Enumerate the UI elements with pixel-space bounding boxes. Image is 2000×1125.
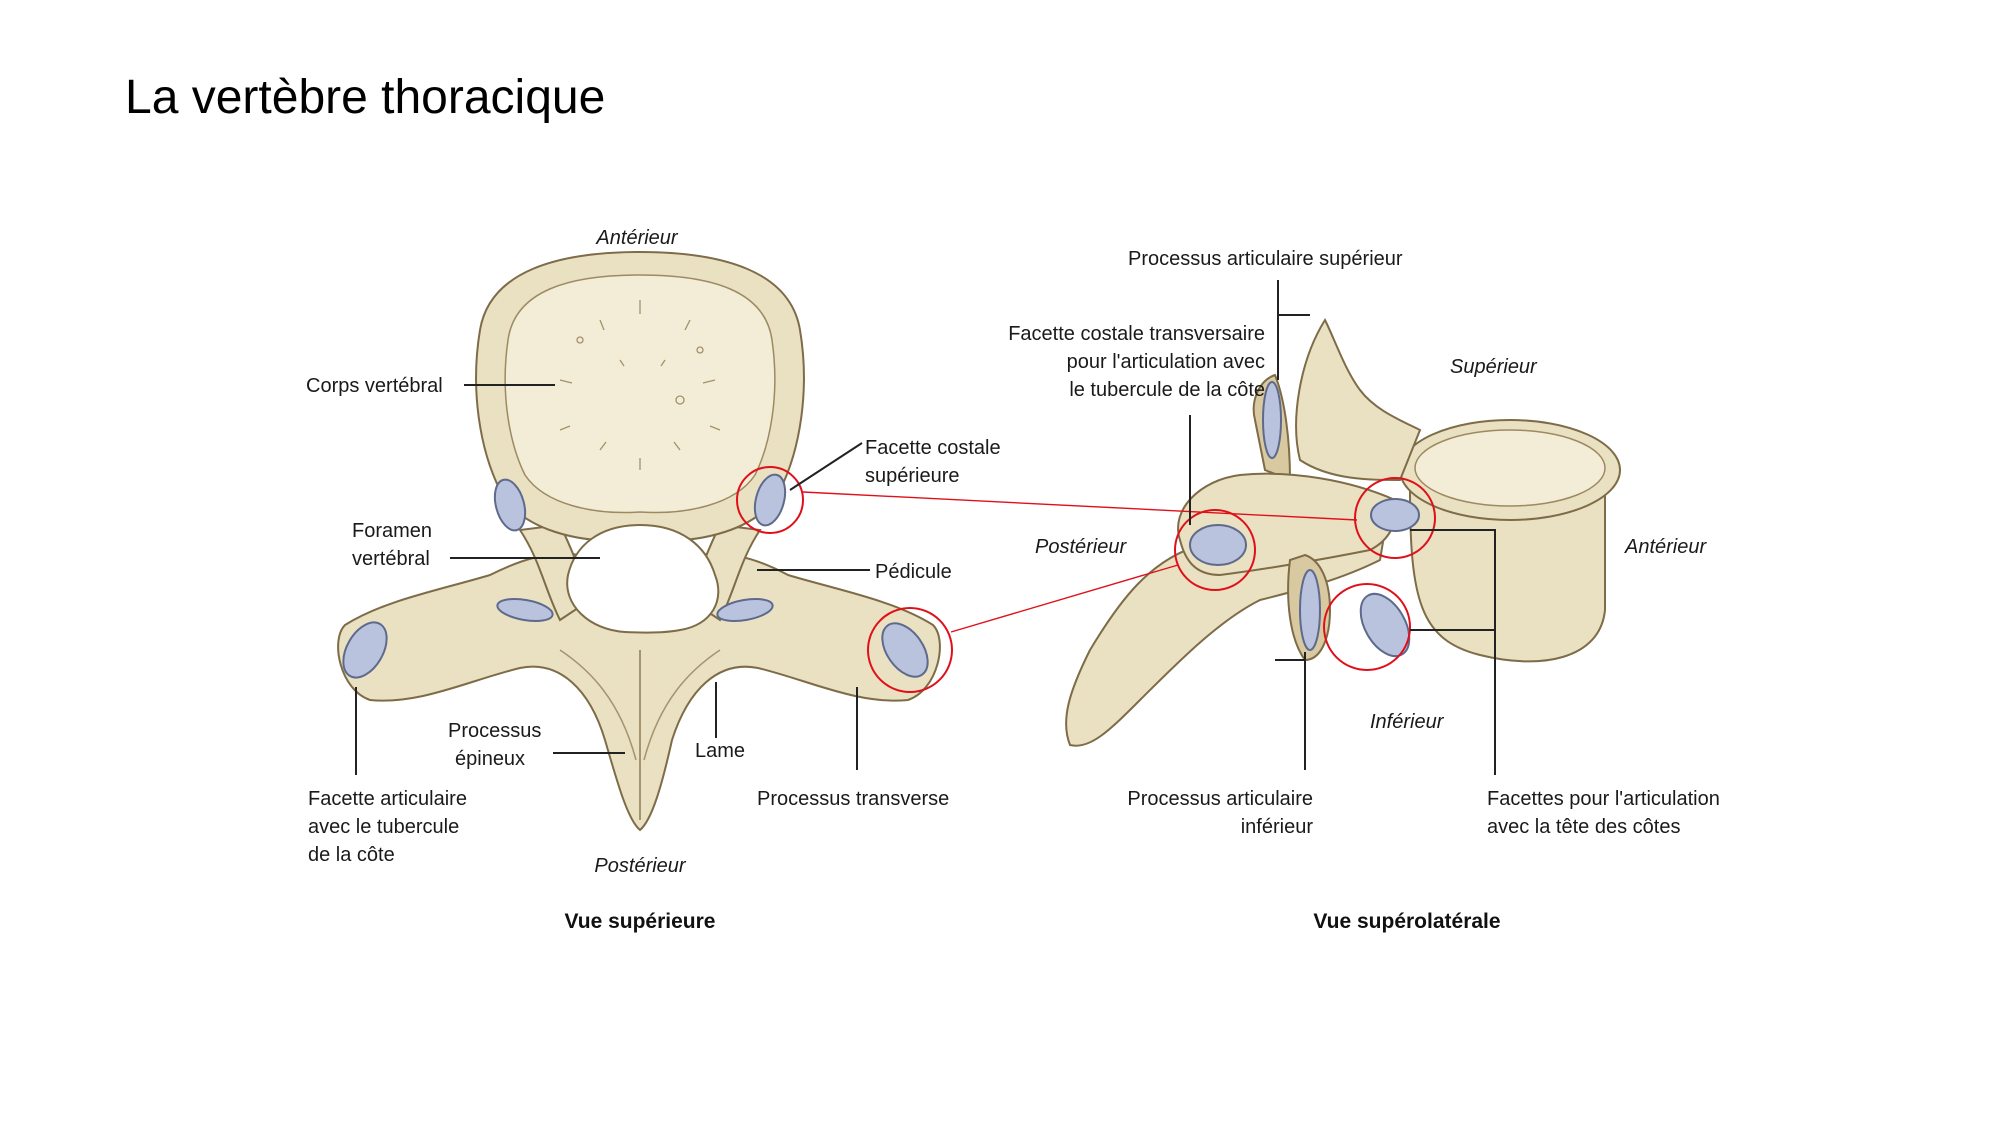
lateral-body-side — [1408, 478, 1606, 663]
articular-facet-right — [716, 598, 774, 622]
page-title: La vertèbre thoracique — [125, 71, 606, 124]
label-facette-articulaire-1: Facette articulaire — [308, 788, 467, 810]
leaders-right — [1189, 280, 1496, 775]
orient-anterior-right: Antérieur — [1624, 536, 1707, 558]
label-proc-art-inf-2: inférieur — [1241, 816, 1314, 838]
lateral-superior-articular-process — [1295, 317, 1422, 482]
highlight-lateral-head-upper — [1354, 477, 1436, 559]
label-facette-transv-3: le tubercule de la côte — [1069, 379, 1265, 401]
connector-transverse — [950, 564, 1179, 633]
orient-anterior-left: Antérieur — [595, 227, 678, 249]
label-lame: Lame — [695, 740, 745, 762]
transverse-facet-right — [881, 622, 929, 678]
cancellous-bone — [504, 274, 776, 514]
highlight-costal-facet — [736, 466, 804, 534]
caption-superolateral-view: Vue supérolatérale — [1313, 910, 1500, 933]
highlight-lateral-head-lower — [1323, 583, 1411, 671]
label-facette-costale-2: supérieure — [865, 465, 960, 487]
caption-superior-view: Vue supérieure — [565, 910, 716, 933]
transverse-facet-left — [342, 621, 388, 679]
superior-view-illustration — [337, 250, 953, 832]
label-facettes-tete-2: avec la tête des côtes — [1487, 816, 1680, 838]
label-facette-transv-2: pour l'articulation avec — [1067, 351, 1265, 373]
label-processus-transverse: Processus transverse — [757, 788, 949, 810]
articular-facet-left — [496, 598, 554, 622]
leaders-left — [355, 384, 870, 775]
label-processus-epineux-2: épineux — [455, 748, 525, 770]
lateral-facet-head-lower — [1359, 592, 1411, 658]
lateral-facet-head-upper — [1370, 498, 1420, 532]
superolateral-view-illustration — [1065, 317, 1621, 747]
label-facette-transv-1: Facette costale transversaire — [1008, 323, 1265, 345]
orient-superior: Supérieur — [1450, 356, 1538, 378]
label-foramen-1: Foramen — [352, 520, 432, 542]
orient-inferior: Inférieur — [1370, 711, 1445, 733]
label-pedicule: Pédicule — [875, 561, 952, 583]
orient-posterior-left: Postérieur — [594, 855, 686, 877]
orient-posterior-right: Postérieur — [1035, 536, 1127, 558]
label-facette-costale-1: Facette costale — [865, 437, 1001, 459]
label-corps-vertebral: Corps vertébral — [306, 375, 443, 397]
lateral-facet-inferior-articular — [1299, 569, 1321, 651]
label-facette-articulaire-2: avec le tubercule — [308, 816, 459, 838]
highlight-lateral-transverse — [1174, 509, 1256, 591]
lateral-facet-transverse — [1189, 524, 1247, 566]
lateral-facet-superior-articular — [1262, 381, 1282, 459]
label-proc-art-inf-1: Processus articulaire — [1127, 788, 1313, 810]
label-proc-art-sup: Processus articulaire supérieur — [1128, 248, 1403, 270]
label-facette-articulaire-3: de la côte — [308, 844, 395, 866]
label-facettes-tete-1: Facettes pour l'articulation — [1487, 788, 1720, 810]
superior-costal-facet-right — [753, 473, 787, 527]
label-foramen-2: vertébral — [352, 548, 430, 570]
label-processus-epineux-1: Processus — [448, 720, 541, 742]
superior-costal-facet-left — [493, 478, 527, 532]
connector-costal — [802, 491, 1358, 521]
highlight-transverse-facet — [867, 607, 953, 693]
vertebral-foramen-shape — [566, 523, 720, 634]
lateral-body-cancellous — [1414, 429, 1606, 507]
